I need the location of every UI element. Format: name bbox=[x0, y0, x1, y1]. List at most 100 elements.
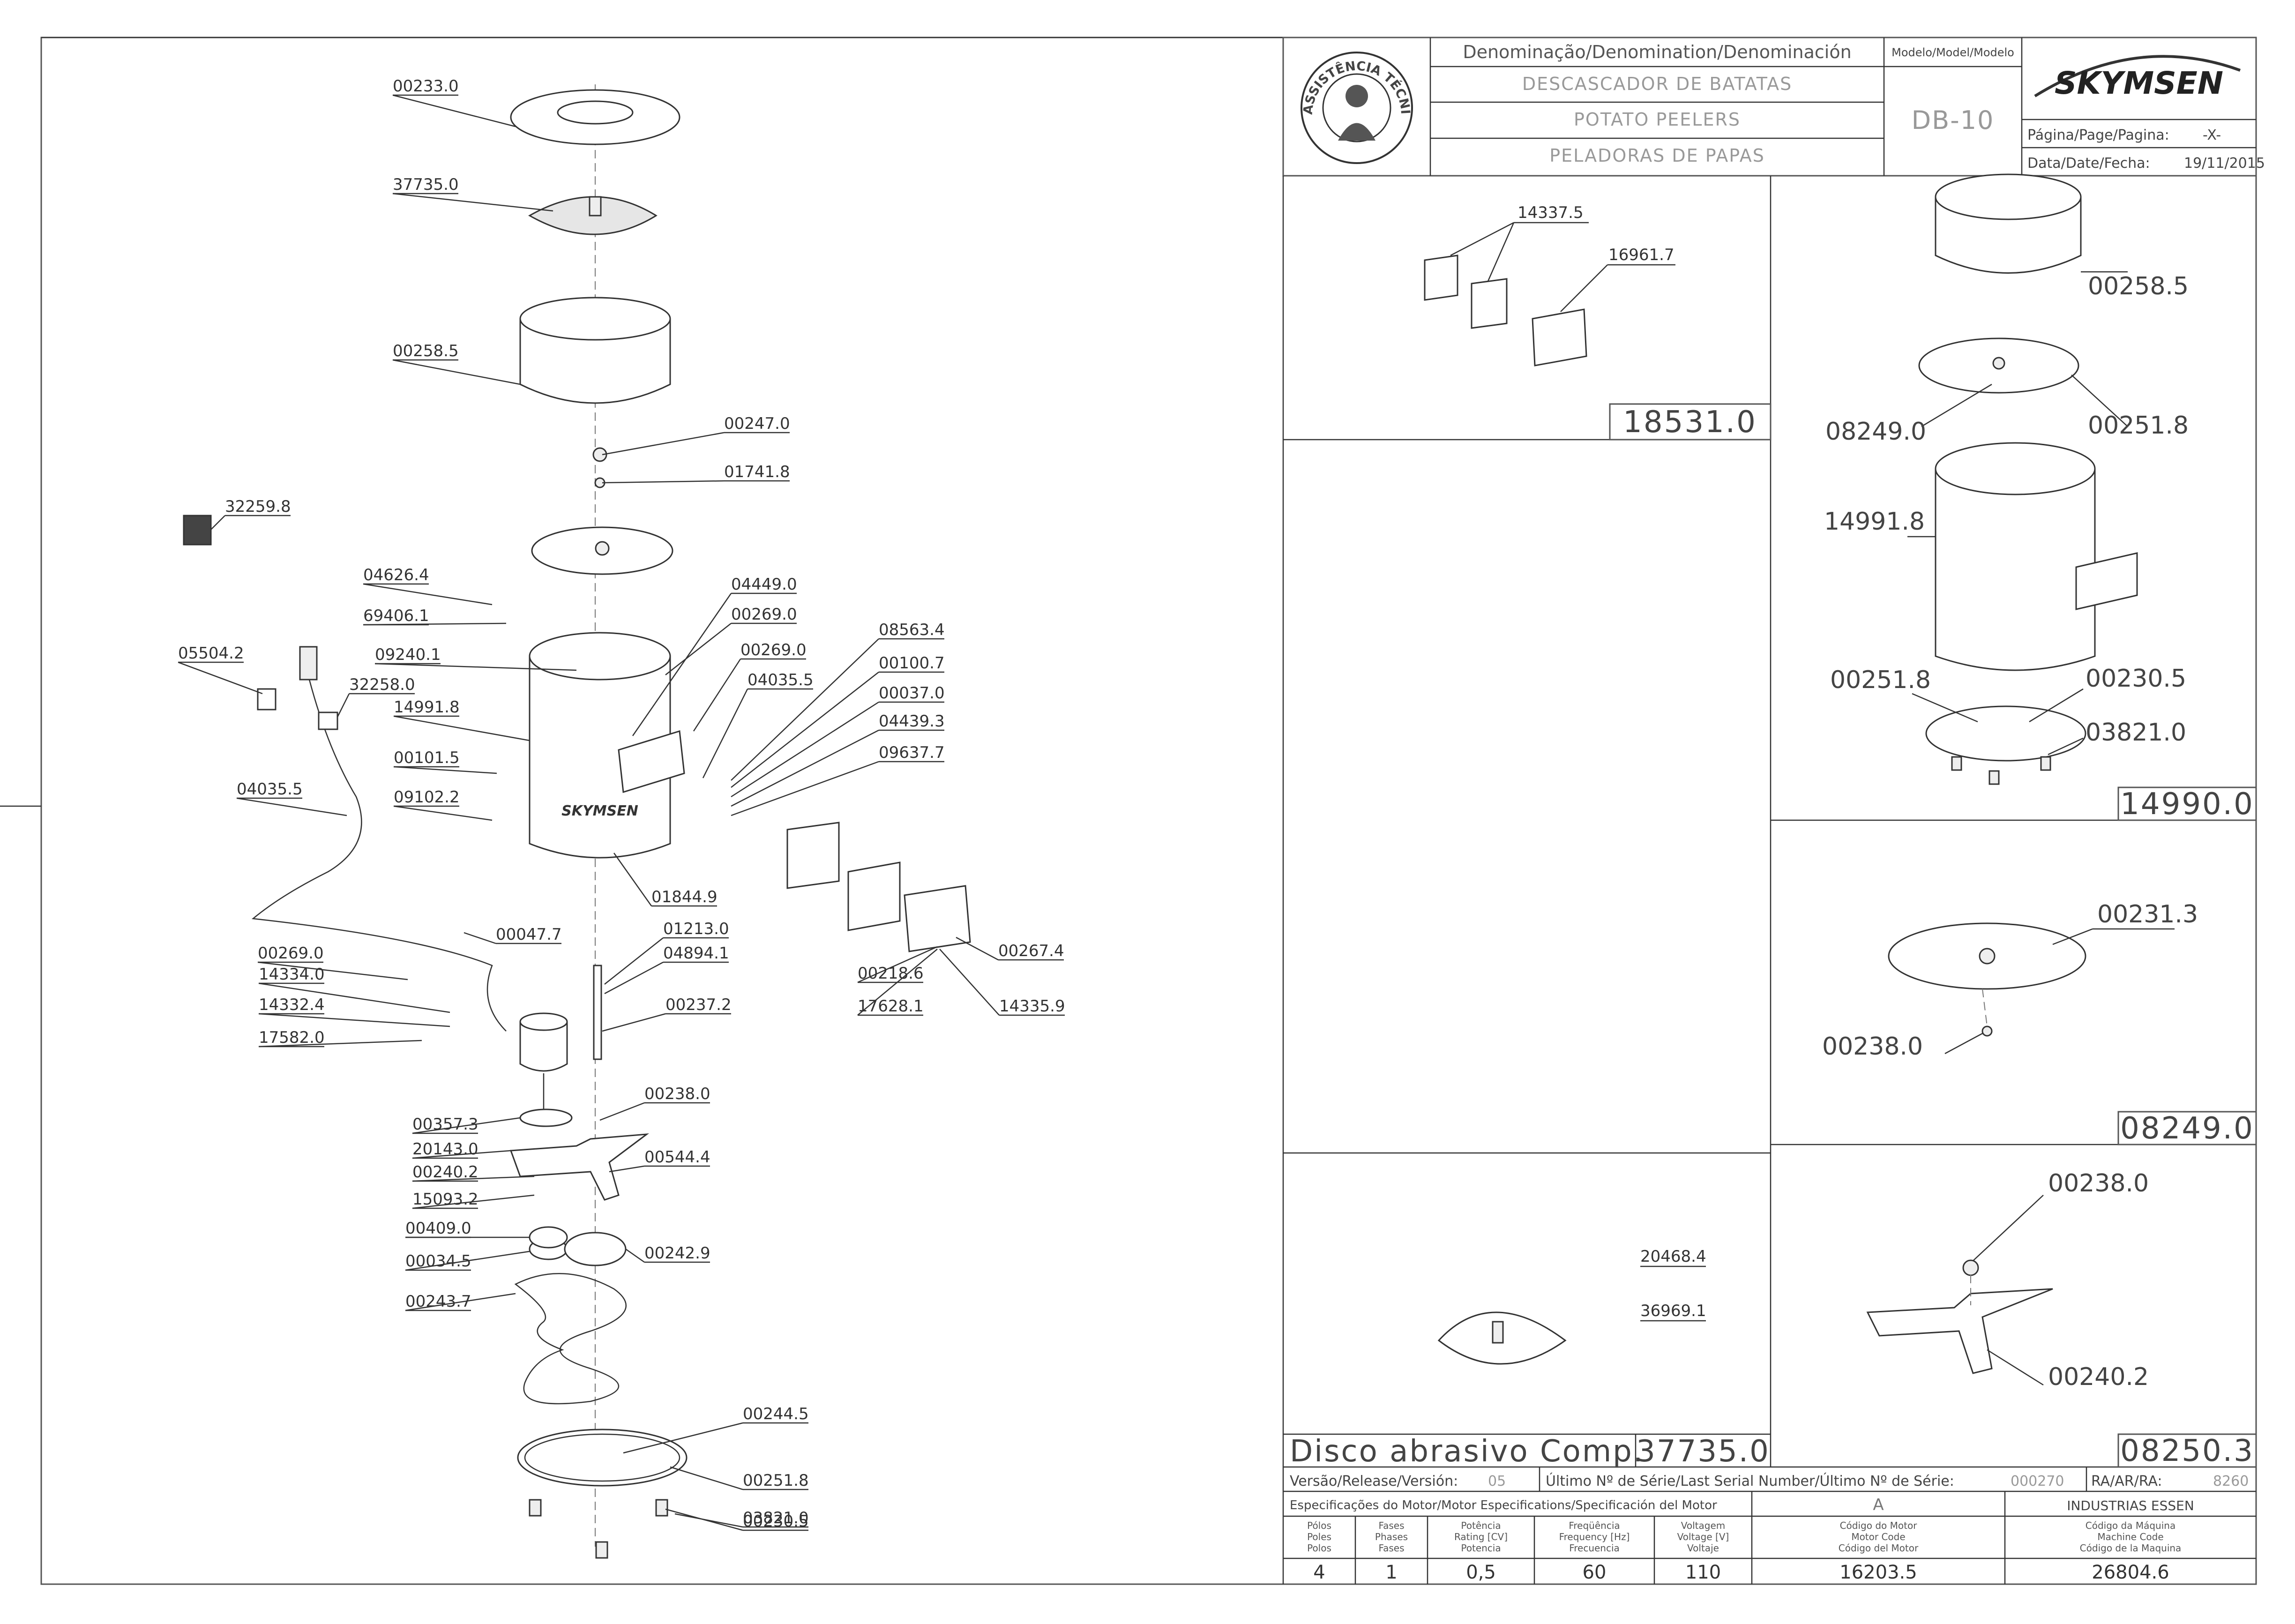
callout-leader bbox=[392, 193, 553, 212]
label-14337-5: 14337.5 bbox=[1518, 203, 1584, 222]
main-view-callouts: 00233.037735.000258.500247.001741.832259… bbox=[178, 77, 1065, 1531]
callout-leader bbox=[393, 715, 530, 741]
callout-label-00244-5: 00244.5 bbox=[743, 1405, 809, 1423]
denomination-header: Denominação/Denomination/Denominación bbox=[1463, 42, 1851, 62]
callout-label-00230-5: 00230.5 bbox=[743, 1512, 809, 1531]
callout-label-00233-0: 00233.0 bbox=[393, 77, 459, 96]
label-00238-0-c: 00238.0 bbox=[2048, 1169, 2149, 1197]
spec-value-6: 26804.6 bbox=[2092, 1562, 2169, 1583]
part-bracket bbox=[509, 1133, 650, 1201]
serial-value: 000270 bbox=[2011, 1473, 2064, 1489]
label-00240-2-b: 00240.2 bbox=[2048, 1363, 2149, 1391]
callout-label-00258-5: 00258.5 bbox=[393, 342, 459, 360]
callout-leader bbox=[412, 1194, 535, 1209]
callout-leader bbox=[609, 1165, 645, 1173]
model-header: Modelo/Model/Modelo bbox=[1891, 46, 2014, 59]
callout-leader bbox=[602, 1013, 666, 1032]
model-value: DB-10 bbox=[1912, 105, 1995, 135]
subassembly-14990: 00258.5 08249.0 00251.8 14991.8 00251.8 … bbox=[1824, 173, 2257, 822]
label-36969-1: 36969.1 bbox=[1640, 1302, 1706, 1320]
callout-label-01213-0: 01213.0 bbox=[663, 920, 729, 938]
callout-leader bbox=[393, 805, 493, 821]
subassembly-08250: 00238.0 00240.2 08250.3 bbox=[1866, 1169, 2257, 1468]
callout-leader bbox=[363, 583, 493, 606]
callout-leader bbox=[604, 937, 664, 985]
callout-label-00544-4: 00544.4 bbox=[644, 1148, 710, 1167]
authorized-assistance-seal: ASSISTÊNCIA TÉCNICA AUTORIZADA bbox=[0, 0, 1413, 164]
callout-leader bbox=[393, 766, 497, 774]
callout-label-04626-4: 04626.4 bbox=[363, 566, 429, 584]
spec-value-5: 16203.5 bbox=[1839, 1562, 1917, 1583]
spec-value-3: 60 bbox=[1583, 1562, 1607, 1583]
ra-label: RA/AR/RA: bbox=[2091, 1473, 2162, 1489]
motor-spec-columns: PólosPolesPolos4FasesPhasesFases1Potênci… bbox=[1307, 1520, 2181, 1583]
callout-leader bbox=[665, 623, 732, 675]
callout-leader bbox=[374, 663, 577, 671]
callout-label-05504-2: 05504.2 bbox=[178, 644, 244, 663]
callout-label-04439-3: 04439.3 bbox=[879, 712, 945, 731]
callout-label-00242-9: 00242.9 bbox=[644, 1244, 710, 1263]
label-00230-5-b: 00230.5 bbox=[2086, 665, 2186, 693]
callout-leader bbox=[602, 432, 725, 456]
part-cylinder-body bbox=[529, 656, 671, 859]
spec-header-0-h3: Polos bbox=[1307, 1542, 1331, 1554]
callout-label-00218-6: 00218.6 bbox=[858, 964, 924, 983]
callout-label-00409-0: 00409.0 bbox=[405, 1219, 471, 1238]
callout-leader bbox=[625, 1248, 645, 1263]
subassembly-08249: 00231.3 00238.0 08249.0 bbox=[1822, 900, 2257, 1146]
callout-label-14991-8: 14991.8 bbox=[394, 698, 460, 717]
callout-leader bbox=[857, 946, 938, 983]
label-08249-0-b: 08249.0 bbox=[1825, 418, 1926, 446]
callout-leader bbox=[632, 593, 732, 736]
callout-leader bbox=[599, 1102, 645, 1121]
callout-leader bbox=[412, 1150, 511, 1159]
svg-text:ASSISTÊNCIA TÉCNICA AUTORIZADA: ASSISTÊNCIA TÉCNICA AUTORIZADA bbox=[0, 0, 1413, 115]
callout-leader bbox=[604, 961, 664, 995]
callout-leader bbox=[405, 1293, 516, 1311]
spec-header-6-h2: Machine Code bbox=[2097, 1531, 2163, 1542]
spec-header-0-h2: Poles bbox=[1307, 1531, 1331, 1542]
seal-text: ASSISTÊNCIA TÉCNICA AUTORIZADA bbox=[0, 0, 1413, 115]
callout-leader bbox=[670, 1466, 743, 1490]
subassembly-37735: 20468.4 36969.1 Disco abrasivo Comp. 377… bbox=[1283, 1247, 1771, 1469]
skymsen-logo: SKYMSEN bbox=[2034, 55, 2241, 101]
part-belt bbox=[514, 1273, 627, 1405]
callout-label-03821-0: 03821.0 bbox=[743, 1509, 809, 1527]
label-00258-5-b: 00258.5 bbox=[2088, 272, 2189, 300]
body-logo-text: SKYMSEN bbox=[561, 803, 638, 819]
callout-leader bbox=[178, 661, 263, 695]
label-00231-3: 00231.3 bbox=[2097, 900, 2198, 928]
motor-letter: A bbox=[1873, 1496, 1884, 1514]
callout-leader bbox=[623, 1422, 743, 1454]
spec-value-1: 1 bbox=[1385, 1562, 1397, 1583]
spec-header-6-h1: Código da Máquina bbox=[2086, 1520, 2175, 1531]
disc-assembly-title: Disco abrasivo Comp. bbox=[1290, 1434, 1644, 1469]
spec-header-0-h1: Pólos bbox=[1307, 1520, 1331, 1531]
label-00238-0-b: 00238.0 bbox=[1822, 1033, 1923, 1061]
part-motor bbox=[519, 1022, 568, 1072]
callout-leader bbox=[405, 1250, 530, 1271]
callout-label-00047-7: 00047.7 bbox=[496, 925, 562, 944]
motor-spec-label: Especificações do Motor/Motor Especifica… bbox=[1290, 1498, 1717, 1512]
spec-header-1-h1: Fases bbox=[1378, 1520, 1404, 1531]
spec-header-2-h2: Rating [CV] bbox=[1454, 1531, 1508, 1542]
callout-label-04449-0: 04449.0 bbox=[731, 575, 797, 594]
motor-spec-footer: Versão/Release/Versión: 05 Último Nº de … bbox=[1283, 1467, 2256, 1584]
callout-label-00269-0: 00269.0 bbox=[731, 605, 797, 624]
callout-label-69406-1: 69406.1 bbox=[363, 606, 429, 625]
callout-leader bbox=[731, 672, 879, 788]
spec-header-3-h3: Frecuencia bbox=[1569, 1542, 1620, 1554]
callout-leader bbox=[236, 797, 347, 816]
callout-label-00269-0: 00269.0 bbox=[740, 641, 807, 659]
spec-header-2-h3: Potencia bbox=[1461, 1542, 1501, 1554]
callout-leader bbox=[939, 949, 1000, 1016]
subassembly-code-18531: 18531.0 bbox=[1623, 405, 1757, 440]
title-block: ASSISTÊNCIA TÉCNICA AUTORIZADA Denominaç… bbox=[0, 0, 2265, 177]
callout-leader bbox=[731, 729, 879, 807]
callout-label-14335-9: 14335.9 bbox=[999, 997, 1065, 1016]
serial-label: Último Nº de Série/Last Serial Number/Úl… bbox=[1546, 1472, 1954, 1489]
callout-leader bbox=[731, 761, 879, 816]
callout-label-04894-1: 04894.1 bbox=[663, 944, 729, 963]
callout-leader bbox=[731, 638, 879, 781]
